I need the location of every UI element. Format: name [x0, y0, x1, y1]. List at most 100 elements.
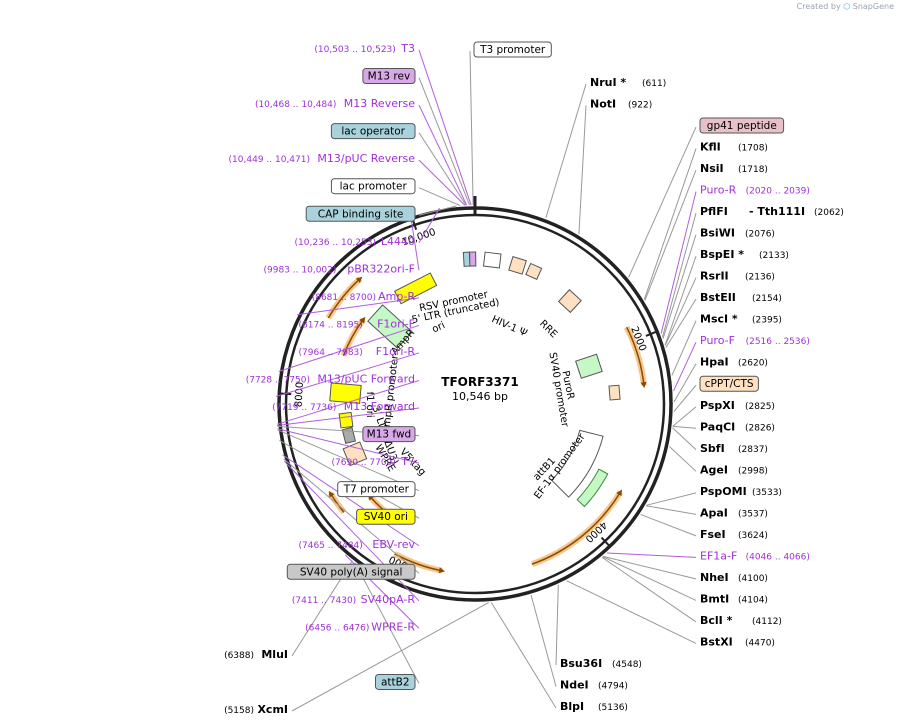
label-wpre-r[interactable]: WPRE-R(6456 .. 6476): [305, 620, 415, 633]
primer-coords-m13-reverse: (10,468 .. 10,484): [255, 100, 336, 110]
site-name-apai: ApaI: [700, 506, 728, 519]
inner-feature-9: [338, 411, 354, 429]
primer-name-puro-r: Puro-R: [700, 184, 737, 197]
label-cap-binding-site[interactable]: CAP binding site: [305, 205, 416, 222]
label-blpi[interactable]: BlpI(5136): [560, 700, 628, 713]
label-noti[interactable]: NotI(922): [590, 98, 652, 111]
callout-line-msci: [671, 320, 697, 376]
label-lac-promoter[interactable]: lac promoter: [330, 178, 416, 195]
site-pos-pspomi: (3533): [752, 488, 782, 498]
label-t3-promoter[interactable]: T3 promoter: [473, 41, 552, 58]
label-kfli[interactable]: KflI(1708): [700, 141, 768, 154]
label-sv40-ori[interactable]: SV40 ori: [356, 508, 416, 525]
primer-name-m13-puc-reverse: M13/pUC Reverse: [317, 152, 415, 165]
label-ef1a-f[interactable]: EF1a-F(4046 .. 4066): [700, 549, 810, 562]
callout-line-puro-f: [673, 341, 697, 392]
label-bsu36i[interactable]: Bsu36I(4548): [560, 657, 642, 670]
callout-line-bsteii: [665, 298, 697, 348]
label-nhei[interactable]: NheI(4100): [700, 571, 768, 584]
label-text-m13-fwd: M13 fwd: [367, 429, 412, 441]
label-nsii[interactable]: NsiI(1718): [700, 162, 768, 175]
label-pspomi[interactable]: PspOMI(3533): [700, 485, 782, 498]
inner-feature-13: [393, 272, 438, 305]
label-xcmi[interactable]: XcmI(5158): [224, 703, 288, 716]
site-name-hpai: HpaI: [700, 356, 729, 369]
inner-label-ampr-promoter: AmpR promoter: [381, 353, 401, 434]
label-mlui[interactable]: MluI(6388): [224, 648, 288, 661]
primer-name-l4440: L4440: [381, 235, 415, 248]
label-t7-promoter[interactable]: T7 promoter: [337, 481, 416, 498]
callout-line-paqci: [672, 425, 697, 429]
label-attb2[interactable]: attB2: [375, 673, 416, 690]
orange-arc-line-5: [342, 316, 366, 357]
label-lac-operator[interactable]: lac operator: [330, 123, 416, 140]
label-puro-f[interactable]: Puro-F(2516 .. 2536): [700, 334, 810, 347]
label-bspei[interactable]: BspEI *(2133): [700, 248, 789, 261]
label-sbfi[interactable]: SbfI(2837): [700, 442, 768, 455]
label-msci[interactable]: MscI *(2395): [700, 313, 782, 326]
label-t7[interactable]: T7(7690 .. 7709): [332, 455, 415, 468]
primer-name-m13-forward: M13 Forward: [344, 400, 415, 413]
label-pbr322ori-f[interactable]: pBR322ori-F(9983 .. 10,002): [264, 262, 415, 275]
label-ndei[interactable]: NdeI(4794): [560, 678, 628, 691]
label-bsiwi[interactable]: BsiWI(2076): [700, 227, 775, 240]
label-m13-puc-forward[interactable]: M13/pUC Forward(7728 .. 7750): [246, 373, 415, 386]
site-name-pspxi: PspXI: [700, 399, 735, 412]
label-hpai[interactable]: HpaI(2620): [700, 356, 768, 369]
label-cppt-cts[interactable]: cPPT/CTS: [699, 375, 759, 392]
label-gp41-peptide[interactable]: gp41 peptide: [699, 117, 785, 134]
label-m13-rev[interactable]: M13 rev: [362, 68, 416, 85]
site-name-bcli: BclI *: [700, 614, 733, 627]
plasmid-length: 10,546 bp: [452, 390, 508, 403]
label-m13-forward[interactable]: M13 Forward(7719 .. 7736): [272, 400, 415, 413]
snapgene-credit[interactable]: Created by ⬡ SnapGene: [797, 2, 894, 11]
label-bsteii[interactable]: BstEII(2154): [700, 291, 782, 304]
callout-line-hpai: [673, 363, 697, 403]
label-t3[interactable]: T3(10,503 .. 10,523): [314, 42, 415, 55]
callout-line-sv40-poly-a-signal: [283, 458, 420, 574]
label-amp-r[interactable]: Amp-R(8681 .. 8700): [312, 290, 416, 303]
label-text-t3-promoter: T3 promoter: [479, 44, 546, 56]
label-pflfi[interactable]: PflFI- Tth111I(2062): [700, 205, 844, 218]
label-bstxi[interactable]: BstXI(4470): [700, 635, 775, 648]
label-m13-puc-reverse[interactable]: M13/pUC Reverse(10,449 .. 10,471): [229, 152, 416, 165]
label-l4440[interactable]: L4440(10,236 .. 10,253): [295, 235, 415, 248]
site-name-pflfi: PflFI: [700, 205, 728, 218]
label-sv40-poly-a-signal[interactable]: SV40 poly(A) signal: [286, 563, 416, 580]
site-name-nrui: NruI *: [590, 76, 626, 89]
label-m13-reverse[interactable]: M13 Reverse (10,468 .. 10,484): [255, 97, 415, 110]
site-name-bsu36i: Bsu36I: [560, 657, 602, 670]
primer-coords-t3: (10,503 .. 10,523): [314, 45, 395, 55]
primer-name-ebv-rev: EBV-rev: [372, 538, 415, 551]
label-agei[interactable]: AgeI(2998): [700, 463, 768, 476]
label-bmti[interactable]: BmtI(4104): [700, 592, 768, 605]
callout-line-sv40-ori: [279, 440, 420, 519]
label-f1ori-r[interactable]: F1ori-R (7964 .. 7983): [299, 345, 416, 358]
snapgene-logo-icon: ⬡: [843, 2, 851, 11]
label-m13-fwd[interactable]: M13 fwd: [362, 426, 416, 443]
label-nrui[interactable]: NruI *(611): [590, 76, 666, 89]
label-box-attb2: [375, 673, 416, 690]
primer-name-f1ori-r: F1ori-R: [376, 345, 416, 358]
label-bcli[interactable]: BclI *(4112): [700, 614, 782, 627]
label-f1ori-f[interactable]: F1ori-F(8174 .. 8195): [299, 317, 415, 330]
label-box-lac-promoter: [330, 178, 416, 195]
scale-tick-2000: [645, 330, 659, 337]
label-apai[interactable]: ApaI(3537): [700, 506, 768, 519]
inner-feature-5: [557, 289, 582, 314]
label-pspxi[interactable]: PspXI(2825): [700, 399, 775, 412]
site-pos-bmti: (4104): [738, 595, 768, 605]
label-sv40pa-r[interactable]: SV40pA-R(7411 .. 7430): [292, 593, 415, 606]
site-name-nsii: NsiI: [700, 162, 724, 175]
label-rsrii[interactable]: RsrII(2136): [700, 270, 775, 283]
label-paqci[interactable]: PaqCI(2826): [700, 420, 775, 433]
label-box-t3-promoter: [473, 41, 552, 58]
credit-brand: SnapGene: [852, 2, 894, 11]
label-puro-r[interactable]: Puro-R(2020 .. 2039): [700, 184, 810, 197]
label-fsei[interactable]: FseI(3624): [700, 528, 768, 541]
primer-coords-f1ori-r: (7964 .. 7983): [299, 348, 363, 358]
label-ebv-rev[interactable]: EBV-rev(7465 .. 7484): [299, 538, 416, 551]
primer-name-m13-reverse: M13 Reverse: [344, 97, 415, 110]
primer-name-pbr322ori-f: pBR322ori-F: [347, 262, 415, 275]
